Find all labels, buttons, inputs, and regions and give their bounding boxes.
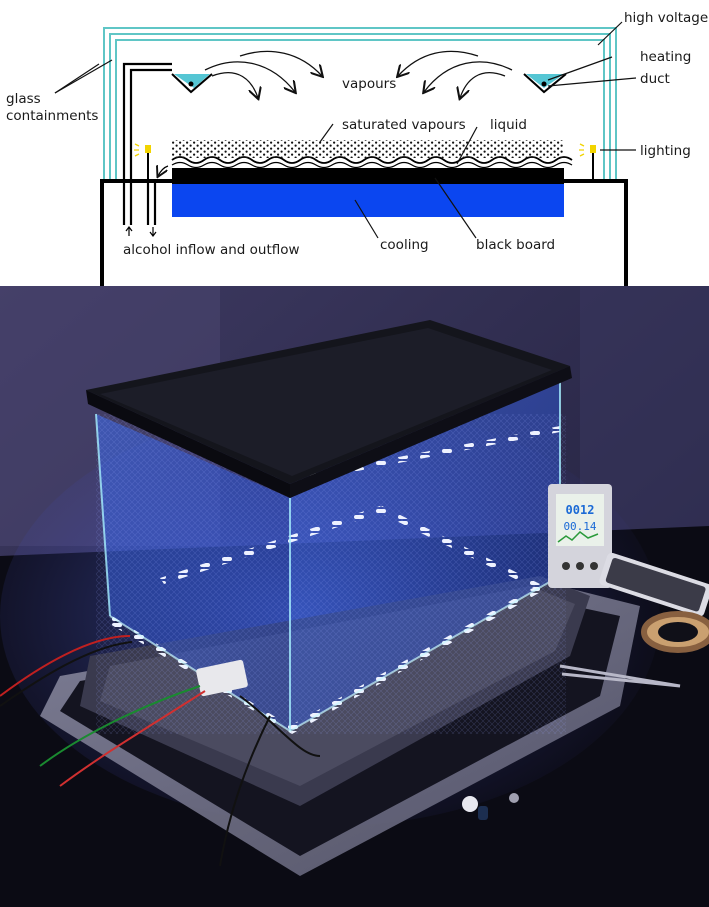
wires (0, 635, 321, 867)
heating-trough-left (171, 73, 213, 94)
tweezers (559, 664, 681, 688)
heating-trough-right (523, 73, 567, 94)
label-heating: heating (640, 49, 691, 65)
label-liquid: liquid (490, 117, 527, 133)
cooling-block (172, 184, 564, 217)
saturated-vapour-layer (172, 140, 564, 158)
led-controller (196, 659, 248, 697)
cloud-chamber-photo: 0012 00.14 (0, 286, 709, 907)
small-part (509, 793, 519, 803)
cloud-chamber-diagram: high voltage heating duct glass containm… (0, 0, 709, 286)
vapour-arrows (204, 50, 513, 98)
label-black-board: black board (476, 237, 555, 253)
ir-remote (599, 552, 709, 617)
meter-reading-bottom: 00.14 (563, 520, 596, 533)
black-board (172, 168, 564, 184)
alcohol-duct (122, 62, 172, 225)
duct-flow-arrows (125, 166, 169, 237)
leader-lines (54, 21, 637, 239)
label-containments: containments (6, 108, 98, 124)
glass-containment (103, 27, 617, 181)
label-lighting: lighting (640, 143, 691, 159)
meter-reading-top: 0012 (566, 503, 595, 517)
label-cooling: cooling (380, 237, 429, 253)
radiation-meter: 0012 00.14 (548, 484, 612, 588)
label-alcohol-flow: alcohol inflow and outflow (123, 242, 300, 258)
label-duct: duct (640, 71, 670, 87)
lighting-right (579, 143, 596, 181)
label-vapours: vapours (342, 76, 396, 92)
lighting-left (134, 143, 151, 181)
cap-white (462, 796, 478, 812)
label-saturated-vapours: saturated vapours (342, 117, 466, 133)
label-glass: glass (6, 91, 41, 107)
tool-dark (478, 806, 488, 820)
black-lid (86, 320, 572, 498)
label-high-voltage: high voltage (624, 10, 708, 26)
